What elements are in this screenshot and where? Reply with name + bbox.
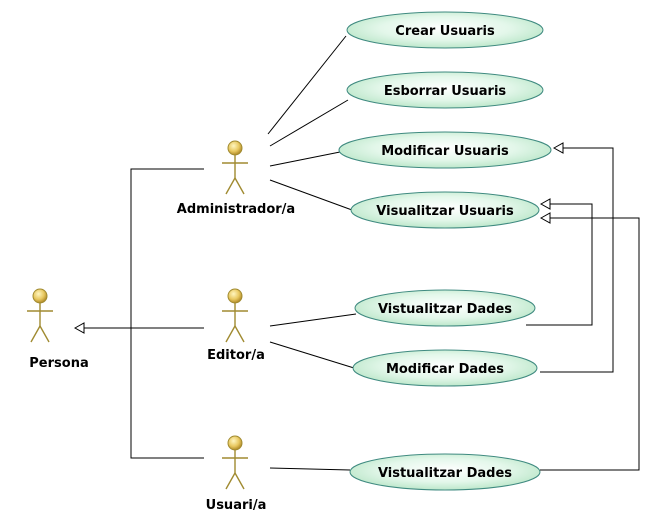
generalization-visualitzar-editor [526, 198, 593, 326]
usecase-ellipse [349, 453, 541, 491]
generalization-arrowhead [73, 322, 85, 334]
generalization-persona [73, 168, 204, 459]
generalization-bus [130, 168, 204, 459]
actor-usuari[interactable]: Usuari/a [206, 435, 267, 513]
generalization-visualitzar-editor-arrowhead [539, 198, 551, 210]
usecase-label: Modificar Usuaris [381, 144, 509, 159]
associations-editor [269, 313, 357, 369]
generalization-modificar-arrowhead [552, 142, 564, 154]
usecase-label: Vistualitzar Dades [378, 466, 512, 481]
actor-label: Administrador/a [177, 202, 295, 217]
usecase-label: Vistualitzar Dades [378, 302, 512, 317]
usecase-esborrar-usuaris[interactable]: Esborrar Usuaris [346, 71, 544, 109]
usecase-vistualitzar-dades-usuari[interactable]: Vistualitzar Dades [349, 453, 541, 491]
stick-figure-icon [222, 288, 248, 343]
assoc-admin-visualitzar [269, 179, 353, 211]
generalization-modificar-line [540, 147, 614, 373]
generalization-visualitzar-usuari [539, 212, 640, 471]
generalization-modificar [540, 142, 614, 373]
assoc-usuari-vistualitzar [269, 467, 351, 471]
usecase-vistualitzar-dades-editor[interactable]: Vistualitzar Dades [354, 289, 536, 327]
actor-persona[interactable]: Persona [27, 288, 89, 371]
usecase-label: Esborrar Usuaris [384, 84, 507, 99]
assoc-admin-modificar [269, 151, 341, 167]
usecase-label: Modificar Dades [386, 362, 504, 377]
stick-figure-icon [222, 435, 248, 490]
actor-administrador[interactable]: Administrador/a [177, 140, 295, 217]
actor-label: Persona [29, 356, 88, 371]
usecase-ellipse [354, 289, 536, 327]
stick-figure-icon [222, 140, 248, 195]
usecase-ellipse [352, 349, 538, 387]
associations-usuari [269, 467, 351, 471]
assoc-admin-crear [267, 35, 347, 135]
actor-label: Editor/a [207, 348, 265, 363]
associations-administrador [267, 35, 353, 211]
usecase-label: Crear Usuaris [395, 24, 495, 39]
usecase-modificar-usuaris[interactable]: Modificar Usuaris [338, 131, 552, 169]
usecase-visualitzar-usuaris[interactable]: Visualitzar Usuaris [350, 191, 540, 229]
actor-editor[interactable]: Editor/a [207, 288, 265, 363]
actor-label: Usuari/a [206, 498, 267, 513]
assoc-admin-esborrar [269, 99, 349, 147]
usecase-ellipse [346, 11, 544, 49]
usecase-crear-usuaris[interactable]: Crear Usuaris [346, 11, 544, 49]
usecase-ellipse [350, 191, 540, 229]
generalization-visualitzar-usuari-line [540, 217, 640, 471]
stick-figure-icon [27, 288, 53, 343]
assoc-editor-vistualitzar [269, 313, 357, 327]
usecase-modificar-dades[interactable]: Modificar Dades [352, 349, 538, 387]
generalization-visualitzar-usuari-arrowhead [539, 212, 551, 224]
usecase-ellipse [338, 131, 552, 169]
usecase-ellipse [346, 71, 544, 109]
assoc-editor-modificar [269, 341, 355, 369]
usecase-label: Visualitzar Usuaris [376, 204, 514, 219]
generalization-visualitzar-editor-line [526, 203, 593, 326]
